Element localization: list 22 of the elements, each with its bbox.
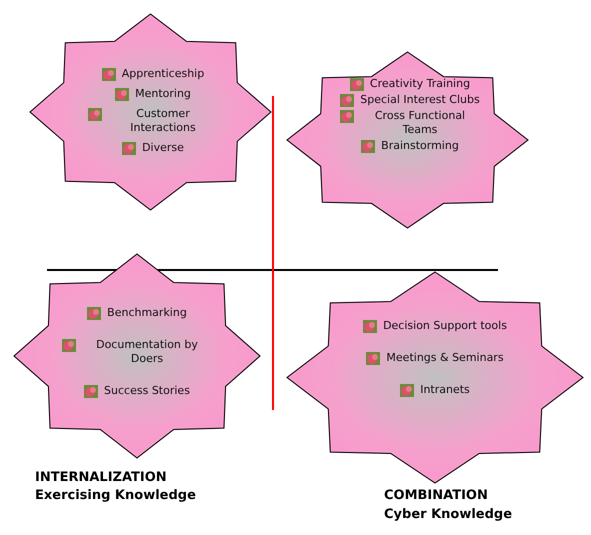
practice-text: Mentoring: [135, 87, 191, 101]
quadrant-subtitle: Cyber Knowledge: [384, 507, 512, 522]
quadrant-subtitle: Exercising Knowledge: [35, 488, 196, 503]
quadrant-title: COMBINATION: [384, 488, 488, 503]
practice-text: Diverse: [142, 141, 184, 155]
practice-text: Meetings & Seminars: [386, 351, 504, 365]
practice-text: Special Interest Clubs: [360, 93, 480, 107]
practice-text: Customer Interactions: [129, 107, 197, 135]
practice-text: Decision Support tools: [383, 319, 507, 333]
practice-text: Brainstorming: [381, 139, 459, 153]
practice-text: Intranets: [420, 383, 470, 397]
star-shape: [285, 50, 530, 230]
practice-text: Success Stories: [104, 384, 190, 398]
star-shape: [28, 12, 273, 212]
practice-text: Apprenticeship: [122, 67, 204, 81]
star-shape: [285, 270, 585, 485]
practice-text: Creativity Training: [370, 77, 470, 91]
practice-text: Documentation by Doers: [95, 338, 199, 366]
quadrant-title: INTERNALIZATION: [35, 470, 167, 485]
practice-text: Benchmarking: [107, 306, 187, 320]
star-shape: [12, 252, 262, 460]
practice-text: Cross Functional Teams: [374, 109, 466, 137]
